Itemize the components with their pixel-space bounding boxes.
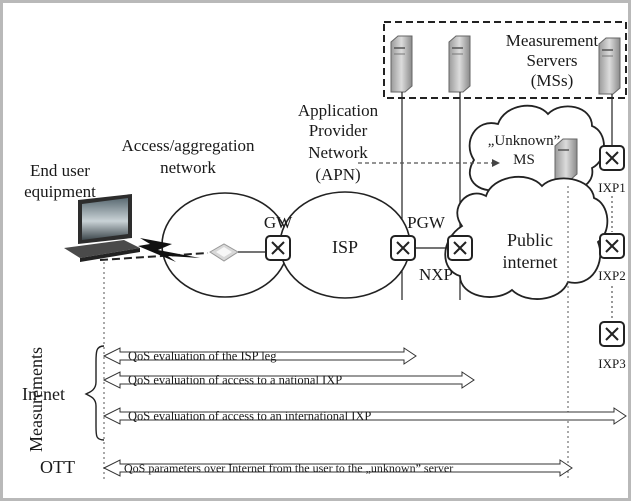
pgw-switch-icon bbox=[390, 235, 416, 261]
national-ixp-arrow bbox=[102, 371, 475, 389]
laptop-icon bbox=[64, 194, 140, 262]
end-user-label-2: equipment bbox=[24, 182, 96, 201]
ott-arrow-label: QoS parameters over Internet from the us… bbox=[124, 461, 453, 475]
pgw-label: PGW bbox=[407, 213, 446, 232]
ixp1-switch-icon bbox=[599, 145, 625, 171]
apn-label-1: Application bbox=[298, 101, 379, 120]
measurements-label: Measurements bbox=[26, 347, 46, 452]
international-ixp-arrow-label: QoS evaluation of access to an internati… bbox=[128, 409, 371, 423]
apn-label-2: Provider bbox=[309, 121, 368, 140]
gw-switch-icon bbox=[265, 235, 291, 261]
server-icon bbox=[448, 35, 471, 93]
nxp-label: NXP bbox=[419, 265, 453, 284]
in-net-label: In-net bbox=[22, 384, 65, 404]
server-icon bbox=[598, 37, 621, 95]
end-user-label-1: End user bbox=[30, 161, 90, 180]
pointer-arrowhead bbox=[492, 159, 500, 167]
isp-label: ISP bbox=[332, 237, 358, 257]
measurement-servers-label-3: (MSs) bbox=[531, 71, 574, 90]
measurement-servers-label-1: Measurement bbox=[506, 31, 599, 50]
apn-label-4: (APN) bbox=[315, 165, 360, 184]
access-link bbox=[99, 252, 209, 261]
public-internet-label-1: Public bbox=[507, 230, 553, 250]
ott-label: OTT bbox=[40, 457, 75, 477]
public-internet-cloud bbox=[444, 176, 609, 300]
access-network-label-2: network bbox=[160, 158, 216, 177]
isp-leg-arrow-label: QoS evaluation of the ISP leg bbox=[128, 349, 277, 363]
ixp2-label: IXP2 bbox=[598, 268, 625, 283]
nxp-switch-icon bbox=[447, 235, 473, 261]
national-ixp-arrow-label: QoS evaluation of access to a national I… bbox=[128, 373, 342, 387]
ott-arrow bbox=[102, 459, 573, 477]
ixp2-switch-icon bbox=[599, 233, 625, 259]
measurement-servers-label-2: Servers bbox=[527, 51, 578, 70]
gw-label: GW bbox=[264, 213, 293, 232]
international-ixp-arrow bbox=[102, 407, 627, 425]
public-internet-label-2: internet bbox=[503, 252, 558, 272]
in-net-brace bbox=[84, 345, 105, 441]
isp-leg-arrow bbox=[102, 347, 417, 365]
wireless-bolt-icon bbox=[138, 238, 200, 262]
measurement-servers-box bbox=[383, 21, 627, 99]
ixp1-label: IXP1 bbox=[598, 180, 625, 195]
unknown-ms-label-1: „Unknown” bbox=[488, 133, 560, 149]
unknown-ms-label-2: MS bbox=[513, 152, 535, 168]
server-icon bbox=[390, 35, 413, 93]
apn-label-3: Network bbox=[308, 143, 368, 162]
access-network-label-1: Access/aggregation bbox=[121, 136, 255, 155]
ixp3-label: IXP3 bbox=[598, 356, 625, 371]
ixp3-switch-icon bbox=[599, 321, 625, 347]
